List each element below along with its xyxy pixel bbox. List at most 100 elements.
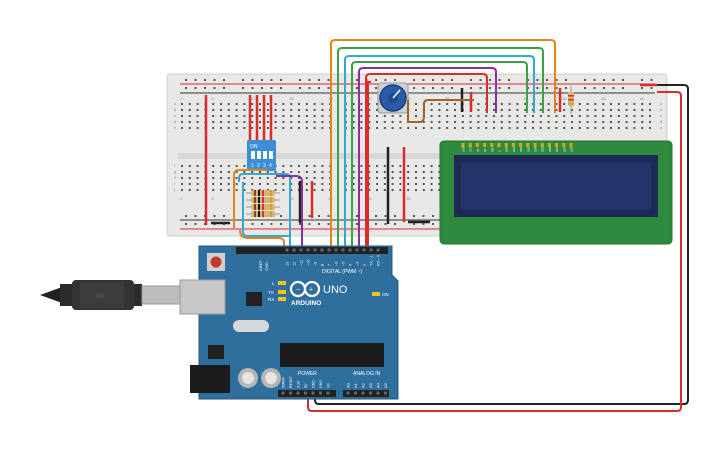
column-number: 50 (562, 96, 567, 101)
dip-number-2: 2 (257, 163, 260, 169)
lcd-pin[interactable] (511, 143, 515, 147)
digital-pin-label: 12 (293, 262, 297, 266)
row-letter: f (174, 163, 176, 168)
column-number: 30 (406, 96, 411, 101)
digital-pin-label: ~11 (300, 260, 304, 266)
digital-pin-label: ~6 (335, 262, 339, 266)
row-letter: a (660, 101, 663, 106)
model-text: UNO (323, 284, 348, 296)
wire-black-gnd[interactable] (314, 84, 689, 405)
resistor-bank[interactable] (246, 190, 280, 217)
potentiometer[interactable] (377, 82, 409, 114)
dip-toggle-2[interactable] (257, 151, 261, 159)
row-letter: e (174, 125, 177, 130)
lcd-pin[interactable] (497, 143, 501, 147)
lcd-pin[interactable] (555, 143, 559, 147)
wire-purple-top[interactable] (358, 67, 497, 252)
digital-pin-label: ~3 (356, 262, 360, 266)
dip-toggle-3[interactable] (263, 151, 267, 159)
digital-pin-label: ~9 (314, 262, 318, 266)
lcd-pin-header[interactable] (461, 143, 573, 147)
wire-cyan-dip-2[interactable] (242, 182, 290, 237)
lcd-pin[interactable] (526, 143, 530, 147)
digital-pin-label: TX→1 (370, 255, 374, 266)
analog-label: ANALOG IN (353, 371, 381, 377)
wires[interactable] (233, 39, 689, 412)
lcd-pin[interactable] (540, 143, 544, 147)
lcd-pin[interactable] (490, 143, 494, 147)
lcd-pin[interactable] (519, 143, 523, 147)
lcd-pin-label: DB5 (541, 146, 545, 152)
resistor-1[interactable] (246, 190, 280, 196)
lcd-pin[interactable] (533, 143, 537, 147)
reset-button[interactable] (210, 256, 222, 268)
wire-red-top[interactable] (365, 73, 488, 252)
wire-orange-dip[interactable] (233, 169, 268, 228)
row-letter: b (660, 107, 663, 112)
dip-switch-on-label: ON (250, 144, 258, 150)
digital-header[interactable] (236, 247, 388, 254)
wire-orange-top[interactable] (330, 39, 556, 252)
lcd-pin[interactable] (569, 143, 573, 147)
lcd-pin-label: VCC (469, 146, 473, 152)
aref-label: AREF (258, 260, 263, 271)
gnd-label: GND (264, 262, 269, 271)
microcontroller-chip (280, 343, 384, 367)
column-number: 10 (250, 96, 255, 101)
lcd-pin-label: RS (483, 148, 487, 152)
resistor-2[interactable] (246, 197, 280, 203)
led-tx (278, 290, 286, 294)
lcd-pin[interactable] (468, 143, 472, 147)
usb-cable[interactable]: ⇌ (40, 280, 181, 310)
dip-toggle-1[interactable] (251, 151, 255, 159)
column-number: 45 (523, 96, 528, 101)
lcd-pin-label: LED (562, 147, 566, 152)
resistor-4[interactable] (246, 211, 280, 217)
power-pin-label: 5V (304, 383, 308, 388)
power-pin-label: GND (319, 380, 323, 388)
dip-switch[interactable]: ON 1 2 3 4 (247, 140, 276, 171)
lcd-pin[interactable] (461, 143, 465, 147)
wire-red-5v[interactable] (307, 91, 682, 412)
column-number: 1 (180, 96, 183, 101)
resistor-3[interactable] (246, 204, 280, 210)
wire-red-stub[interactable] (367, 81, 371, 252)
lcd-pin-label: DB4 (534, 146, 538, 152)
digital-header-label: DIGITAL (PWM ~) (322, 269, 362, 275)
l-label: L (272, 281, 275, 286)
wire-purple-dip[interactable] (276, 175, 303, 252)
lcd-pin[interactable] (504, 143, 508, 147)
row-letter: c (174, 113, 176, 118)
analog-header[interactable] (343, 390, 389, 397)
lcd-pin[interactable] (562, 143, 566, 147)
wire-brown-pot[interactable] (408, 99, 474, 123)
breadboard-jumpers[interactable] (204, 83, 657, 225)
wire-green-top-2[interactable] (351, 61, 528, 252)
lcd-pin[interactable] (475, 143, 479, 147)
dip-toggle-4[interactable] (269, 151, 273, 159)
row-letter: d (660, 119, 662, 124)
digital-pin-label: ~5 (342, 262, 346, 266)
column-number: 55 (601, 96, 606, 101)
digital-pin-label: RX←0 (377, 255, 381, 266)
lcd-pin-label: DB3 (526, 146, 530, 152)
wire-green-top[interactable] (337, 47, 544, 252)
lcd-pin[interactable] (483, 143, 487, 147)
row-letter: h (174, 175, 176, 180)
wire-orange-dip-2[interactable] (239, 229, 285, 252)
wire-cyan-top-1[interactable] (344, 55, 535, 252)
rx-label: RX (268, 297, 274, 302)
dip-number-3: 3 (263, 163, 266, 169)
column-number: 35 (445, 96, 450, 101)
power-pin-label: GND (312, 380, 316, 388)
backlight-resistor[interactable] (568, 86, 574, 114)
column-number: 30 (406, 196, 411, 201)
lcd-pin[interactable] (547, 143, 551, 147)
lcd-pin-label: DB6 (548, 146, 552, 152)
row-letter: i (174, 181, 175, 186)
